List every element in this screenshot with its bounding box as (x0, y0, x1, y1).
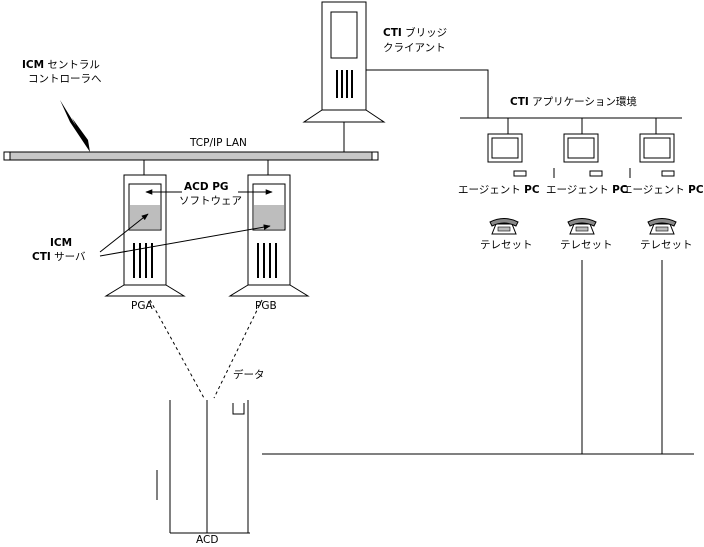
telephone-icon (567, 218, 597, 235)
lightning-bolt-icon (60, 100, 90, 152)
telephone-label: テレセット (480, 239, 533, 251)
agent-word: エージェント (458, 184, 521, 196)
cti-server-cti: CTI (32, 251, 51, 263)
pc-tag: PC (524, 184, 540, 196)
cti-bridge-cti: CTI (383, 27, 402, 39)
pgb-server (228, 160, 310, 297)
agent-word: エージェント (622, 184, 685, 196)
acd-pg-software-label: ソフトウェア (179, 195, 242, 207)
agent-pc-label: エージェント PC (546, 184, 628, 197)
agent-pc-label: エージェント PC (458, 184, 540, 197)
acd-label: ACD (196, 534, 219, 546)
cti-bridge-label: CTI ブリッジ (383, 27, 447, 40)
telephone-icon (647, 218, 677, 235)
acd-pg-label: ACD PG (184, 181, 229, 193)
icm-controller-label: ICM セントラル (22, 59, 100, 72)
bridge-to-app-env-link (366, 69, 489, 118)
cti-app-env-label: CTI アプリケーション環境 (510, 96, 637, 109)
agent-pc-3 (629, 118, 675, 178)
acd-switch (156, 400, 250, 534)
data-label: データ (233, 369, 265, 381)
data-link-pga (149, 299, 205, 399)
cti-server-arrow-pgb (99, 224, 271, 257)
pc-tag: PC (688, 184, 704, 196)
central-label: セントラル (47, 59, 100, 71)
pga-server (104, 160, 186, 297)
pga-label: PGA (131, 300, 153, 312)
icm-label: ICM (22, 59, 45, 71)
pc-tag: PC (612, 184, 628, 196)
cti-server-arrow-pga (99, 213, 149, 253)
telephone-label: テレセット (560, 239, 613, 251)
telephone-icon (489, 218, 519, 235)
cti-server-label: CTI サーバ (32, 251, 86, 264)
telephone-label: テレセット (640, 239, 693, 251)
agent-pc-1 (487, 118, 527, 177)
server-word: サーバ (54, 251, 86, 263)
cti-app-cti: CTI (510, 96, 529, 108)
data-link-pgb (213, 299, 263, 399)
icm-server-label: ICM (50, 237, 73, 249)
to-controller-label: コントローラへ (28, 73, 102, 85)
agent-pc-label: エージェント PC (622, 184, 704, 197)
lan-label: TCP/IP LAN (190, 137, 247, 149)
bridge-word: ブリッジ (405, 27, 448, 39)
client-label: クライアント (383, 42, 446, 54)
app-env-word: アプリケーション環境 (532, 96, 637, 108)
cti-bridge-client-server (302, 1, 386, 152)
agent-pc-2 (553, 118, 603, 178)
agent-word: エージェント (546, 184, 609, 196)
tcp-ip-lan-bus (3, 151, 379, 161)
pgb-label: PGB (255, 300, 277, 312)
